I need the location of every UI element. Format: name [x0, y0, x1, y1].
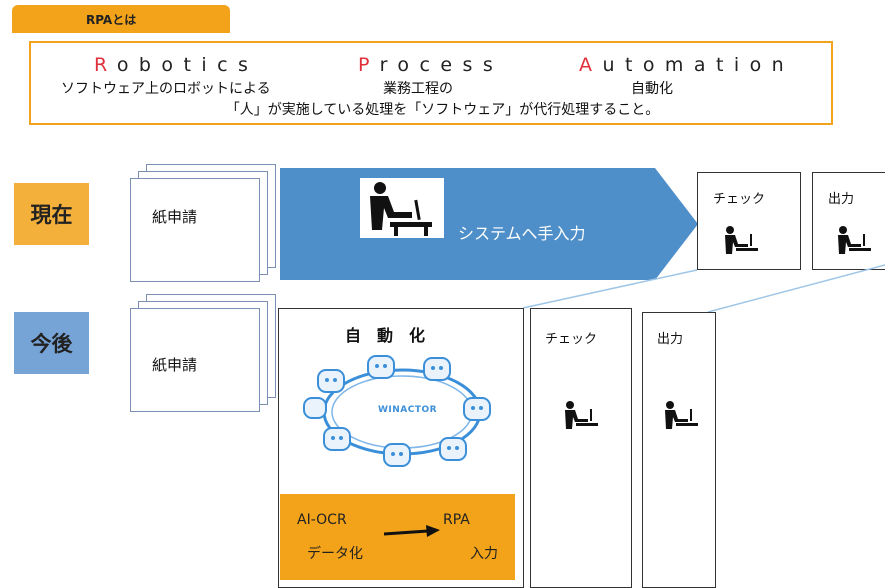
rpa-tab: RPAとは: [12, 5, 230, 33]
worker-at-computer-icon: [838, 226, 871, 254]
paper-label-current: 紙申請: [152, 208, 198, 226]
rpa-input-label: 入力: [470, 546, 498, 562]
word-robotics: Robotics: [94, 54, 259, 76]
check-label-future: チェック: [545, 332, 598, 347]
sub-automation: 自動化: [631, 81, 673, 97]
check-box-current: [697, 172, 801, 270]
label-current: 現在: [14, 183, 89, 245]
rpa-tab-label: RPAとは: [86, 13, 137, 27]
winactor-robot-ring: [303, 355, 491, 467]
word-process: Process: [358, 54, 504, 76]
manual-input-label: システムへ手入力: [458, 224, 586, 243]
label-future: 今後: [14, 312, 89, 374]
ocr-rpa-panel: [280, 494, 515, 580]
output-label-future: 出力: [657, 332, 684, 347]
right-arrow-icon: [383, 525, 440, 537]
definition-text: 「人」が実施している処理を「ソフトウェア」が代行処理すること。: [225, 102, 660, 118]
worker-at-computer-icon: [565, 401, 598, 429]
rpa-label: RPA: [443, 512, 470, 528]
output-label-current: 出力: [828, 192, 855, 207]
sub-process: 業務工程の: [383, 81, 453, 97]
worker-at-computer-icon: [725, 226, 758, 254]
output-box-current: [812, 172, 885, 270]
paper-label-future: 紙申請: [152, 356, 198, 374]
ocr-label: AI-OCR: [297, 512, 347, 528]
paper-stack-future: [130, 308, 260, 412]
automation-title: 自 動 化: [345, 326, 426, 345]
sub-robot: ソフトウェア上のロボットによる: [61, 81, 271, 97]
winactor-logo-text: WINACTOR: [378, 405, 438, 415]
word-automation: Automation: [579, 54, 795, 76]
check-label-current: チェック: [713, 192, 766, 207]
check-box-future: [530, 308, 632, 588]
rpa-definition-box: [29, 41, 833, 125]
data-conversion-label: データ化: [307, 546, 363, 562]
worker-at-computer-icon: [665, 401, 698, 429]
worker-at-computer-icon: [360, 178, 444, 238]
paper-stack-current: [130, 178, 260, 282]
output-box-future: [642, 312, 716, 588]
